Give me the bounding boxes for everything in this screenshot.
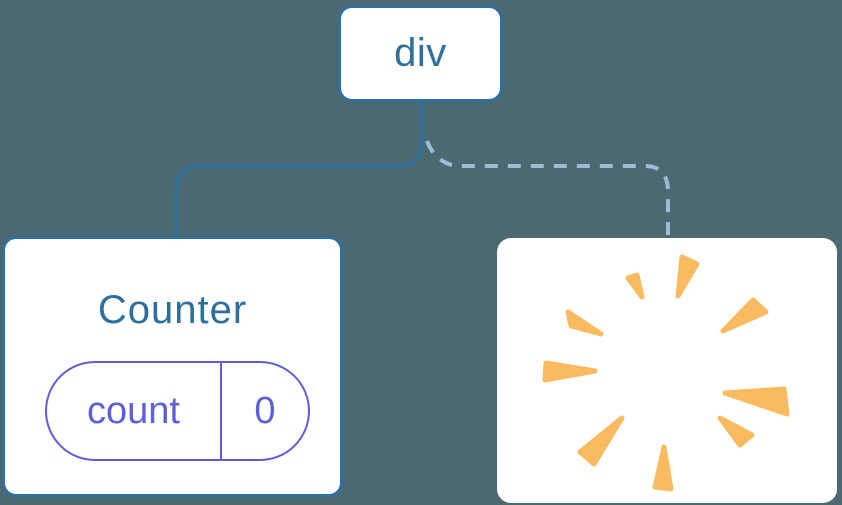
counter-node-label: Counter — [97, 288, 248, 332]
poof-ray — [542, 360, 598, 383]
poof-ray — [625, 272, 645, 300]
poof-ray — [565, 309, 604, 337]
poof-starburst-icon — [542, 254, 790, 492]
poof-ray — [675, 254, 700, 299]
edge-div-counter — [174, 101, 424, 238]
poof-ray — [577, 415, 625, 467]
state-key-label: count — [87, 389, 180, 432]
state-key-cell: count — [47, 363, 222, 459]
tree-node-removed — [497, 238, 837, 503]
state-value-cell: 0 — [222, 363, 308, 459]
div-node-label: div — [394, 31, 447, 75]
state-pill: count 0 — [45, 361, 310, 461]
edge-div-removed — [425, 140, 670, 238]
poof-ray — [652, 444, 674, 492]
tree-node-div: div — [338, 5, 503, 102]
poof-ray — [722, 386, 790, 417]
poof-ray — [717, 415, 755, 448]
poof-rays — [542, 254, 790, 492]
tree-node-counter: Counter count 0 — [2, 236, 343, 497]
state-value-label: 0 — [254, 389, 276, 432]
poof-ray — [720, 297, 769, 334]
